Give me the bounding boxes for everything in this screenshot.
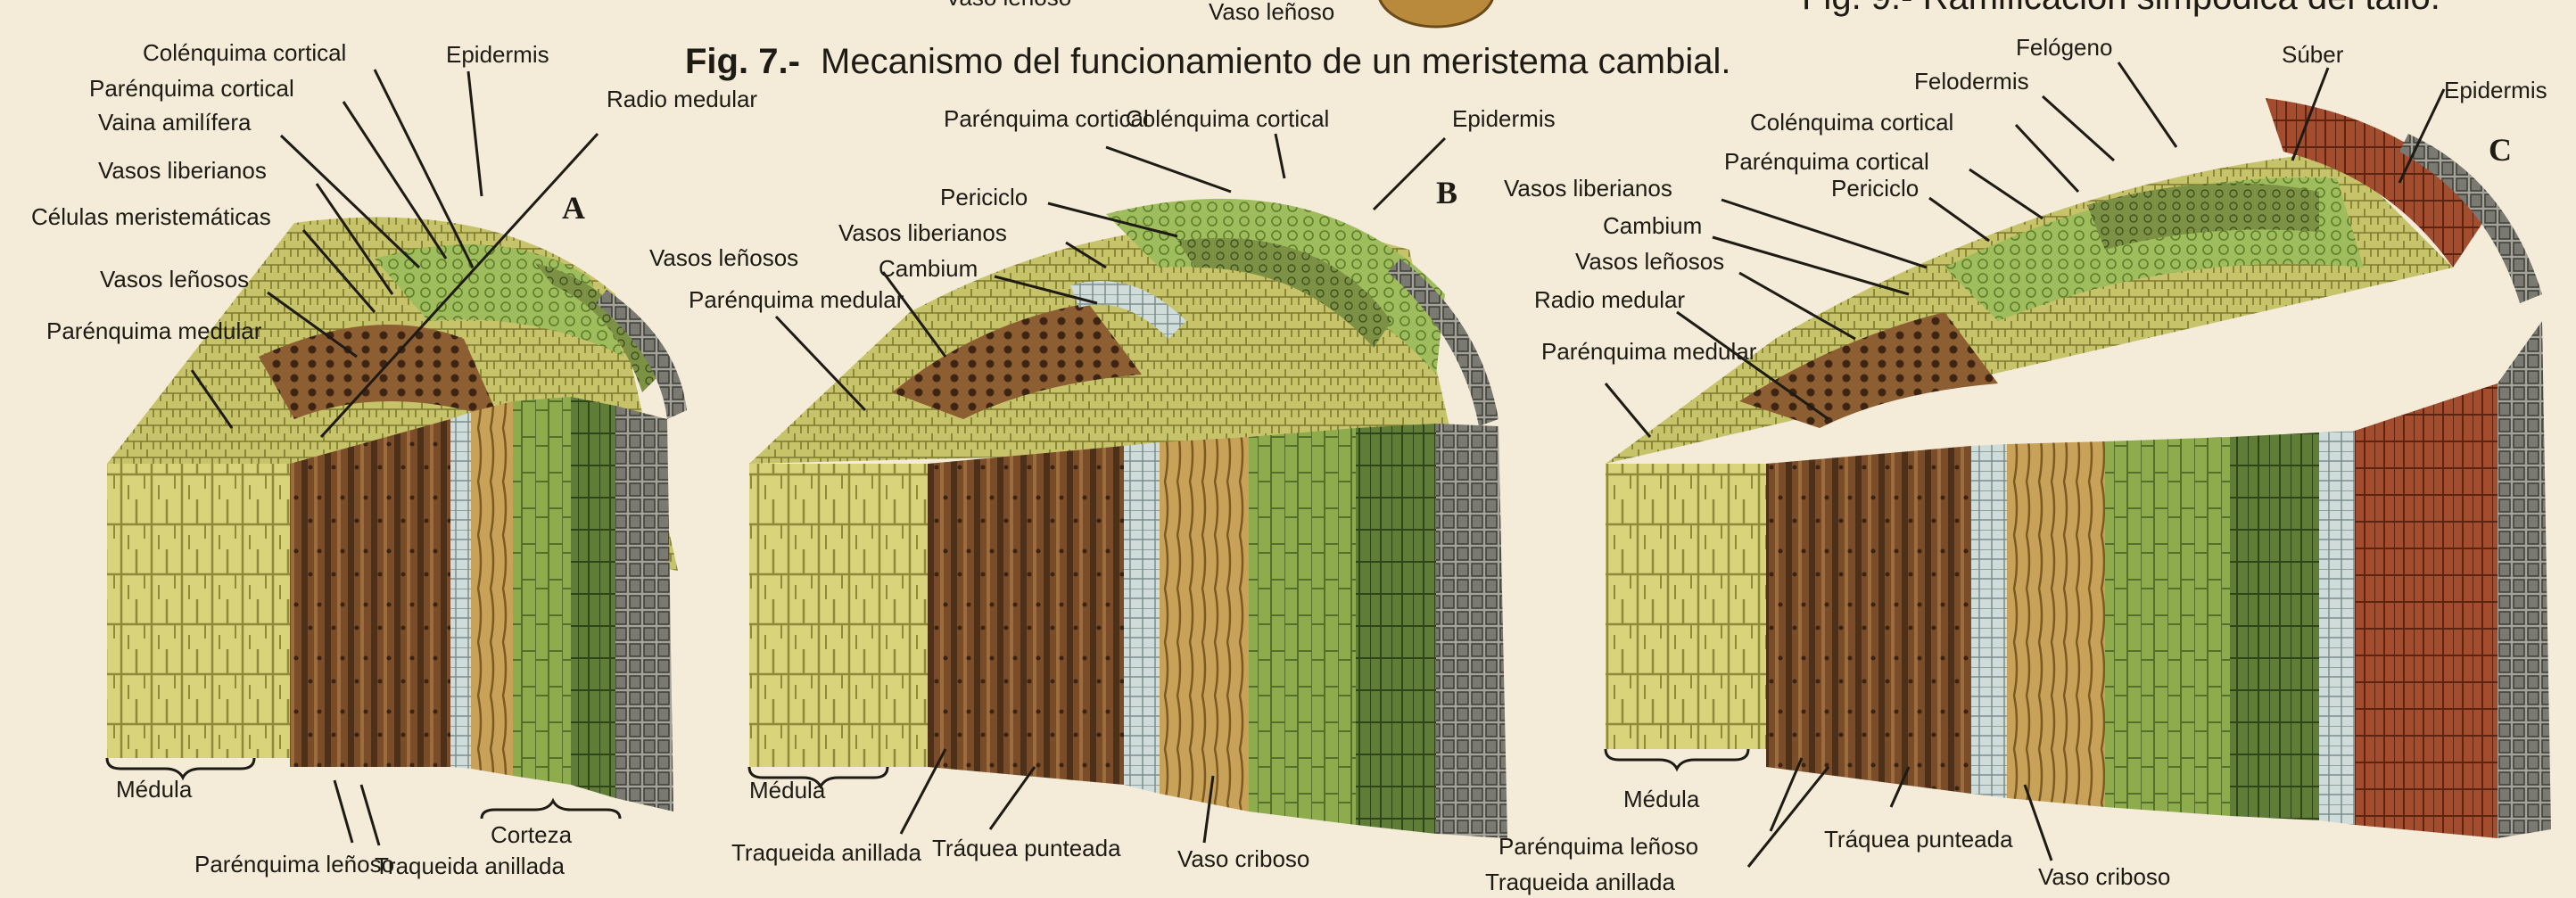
panel-b-epidermis-face [1436,424,1507,838]
panel-a-label-celulas: Células meristemáticas [31,203,271,230]
panel-c-leader-felodermis [2043,96,2114,161]
panel-c-epidermis-face [2498,321,2551,838]
panel-c-leader-colenquima [2016,125,2078,192]
panel-a-wood-face [290,419,450,767]
panel-b-label-colenquima: Colénquima cortical [1126,105,1329,132]
panel-b-leader-traquea [990,767,1035,829]
panel-c-cambium-face [1971,444,2007,798]
panel-b-label-parenquima-medular: Parénquima medular [689,286,904,313]
panel-a-label-traqueida: Traqueida anillada [375,853,566,879]
panel-a-leader-parenquima-lenoso [334,780,352,843]
panel-c-pith-face [1606,464,1766,749]
panel-c-label-epidermis: Epidermis [2444,77,2547,103]
panel-a-pith-face [107,464,290,758]
panel-c-label-radio-medular: Radio medular [1534,286,1685,313]
panel-b-label-cambium: Cambium [879,255,978,282]
panel-a-label-vaina: Vaina amilífera [98,109,252,136]
panel-b-label-parenquima-cortical: Parénquima cortical [944,105,1149,132]
top-fragment-center: Vaso leñoso [1209,0,1334,25]
panel-c-leader-traqueida [1748,767,1829,867]
figure-caption: Fig. 7.- Mecanismo del funcionamiento de… [685,42,1731,81]
panel-b-leader-colenquima [1276,134,1284,178]
panel-c-collenchyma-face [2230,433,2319,820]
panel-c-label-felogeno: Felógeno [2016,34,2112,61]
panel-b-label-epidermis: Epidermis [1452,105,1556,132]
panel-a-leader-traqueida [361,785,379,845]
panel-b-label-periciclo: Periciclo [940,184,1028,210]
panel-c-label-vaso-criboso: Vaso criboso [2038,863,2170,890]
panel-a-label-medula: Médula [116,776,193,803]
caption-text: Mecanismo del funcionamiento de un meris… [821,42,1731,81]
panel-b-leader-parenquima-cortical [1106,147,1231,192]
panel-c-leader-cambium [1713,237,1909,294]
panel-c-label-suber: Súber [2282,41,2344,68]
panel-b-label-vasos-liberianos: Vasos liberianos [838,219,1007,246]
panel-c-phloem-face [2007,441,2105,807]
top-fragment-left: Vaso leñoso [945,0,1071,11]
panel-c-label-periciclo: Periciclo [1831,175,1919,202]
panel-a-leader-epidermis [468,71,482,196]
panel-a-label-epidermis: Epidermis [446,41,549,68]
panel-a-label-corteza: Corteza [491,821,573,848]
panel-c-leader-felogeno [2118,62,2176,147]
panel-b-collenchyma-face [1356,424,1436,834]
panel-a: A Colénquima cortical Epidermis Parénqui… [31,39,757,879]
panel-c-label-traquea: Tráquea punteada [1824,826,2013,853]
panel-a-label-vasos-liberianos: Vasos liberianos [98,157,267,184]
panel-a-cortex-face [513,397,571,785]
panel-a-label-colenquima: Colénquima cortical [143,39,346,66]
panel-b-phloem-face [1160,437,1249,811]
panel-b-letter: B [1436,175,1457,210]
panel-a-label-parenquima-cortical: Parénquima cortical [89,75,294,102]
panel-a-label-vasos-lenosos: Vasos leñosos [100,266,249,292]
panel-b-leader-epidermis [1374,138,1445,210]
panel-c-cortex-face [2105,437,2230,816]
panel-c-label-parenquima-cortical: Parénquima cortical [1724,148,1929,175]
panel-a-collenchyma-face [571,397,615,798]
panel-c-label-parenquima-lenoso: Parénquima leñoso [1499,833,1698,860]
top-fragment-disc [1378,0,1494,27]
panel-c-label-medula: Médula [1623,786,1700,812]
panel-b-wood-face [928,446,1124,785]
panel-c-leader-vasos-liberianos [1721,200,1927,268]
panel-b-label-vasos-lenosos: Vasos leñosos [649,244,798,271]
panel-a-cambium-face [450,412,471,769]
panel-c-label-felodermis: Felodermis [1914,68,2029,95]
panel-a-epidermis-face [615,406,673,811]
panel-b-cortex-face [1249,428,1356,825]
panel-c-suber-face [2355,383,2498,838]
panel-b-label-traquea: Tráquea punteada [932,835,1121,861]
panel-c-leader-periciclo [1929,198,1989,241]
top-fragment-right: Fig. 9.- Ramificación simpódica del tall… [1802,0,2440,17]
panel-a-label-parenquima-lenoso: Parénquima leñoso [194,851,394,877]
panel-c-leader-parenquima-medular [1606,383,1650,437]
panel-a-brace-corteza [482,801,620,819]
panel-b-leader-parenquima-medular [776,317,865,410]
panel-b-label-traqueida: Traqueida anillada [731,839,922,866]
panel-c-label-vasos-liberianos: Vasos liberianos [1504,175,1672,202]
panel-a-letter: A [562,190,585,226]
panel-c-label-parenquima-medular: Parénquima medular [1541,338,1757,365]
caption-number: Fig. 7.- [685,42,800,81]
panel-a-label-parenquima-medular: Parénquima medular [46,317,262,344]
panel-c-label-colenquima: Colénquima cortical [1750,109,1953,136]
panel-b-pith-face [749,464,928,767]
top-fragments: Vaso leñoso Vaso leñoso Fig. 9.- Ramific… [945,0,2440,27]
panel-c-brace-medula [1606,749,1748,769]
panel-a-label-radio-medular: Radio medular [607,86,757,112]
panel-c-label-vasos-lenosos: Vasos leñosos [1575,248,1724,275]
panel-c-label-cambium: Cambium [1603,212,1702,239]
panel-c-phellogen-face [2319,431,2355,825]
panel-c-letter: C [2489,132,2512,168]
panel-c: C Felógeno Súber Felodermis Epidermis Co… [1485,34,2551,895]
panel-c-label-traqueida: Traqueida anillada [1485,869,1676,895]
panel-b-label-vaso-criboso: Vaso criboso [1177,845,1309,872]
panel-b-cambium-face [1124,442,1160,794]
panel-c-leader-parenquima-cortical [1969,169,2043,218]
panel-a-phloem-face [471,401,513,776]
panel-b: B Parénquima cortical Colénquima cortica… [649,105,1556,872]
panel-c-wood-face [1766,446,1971,794]
panel-a-brace-medula [107,758,254,778]
